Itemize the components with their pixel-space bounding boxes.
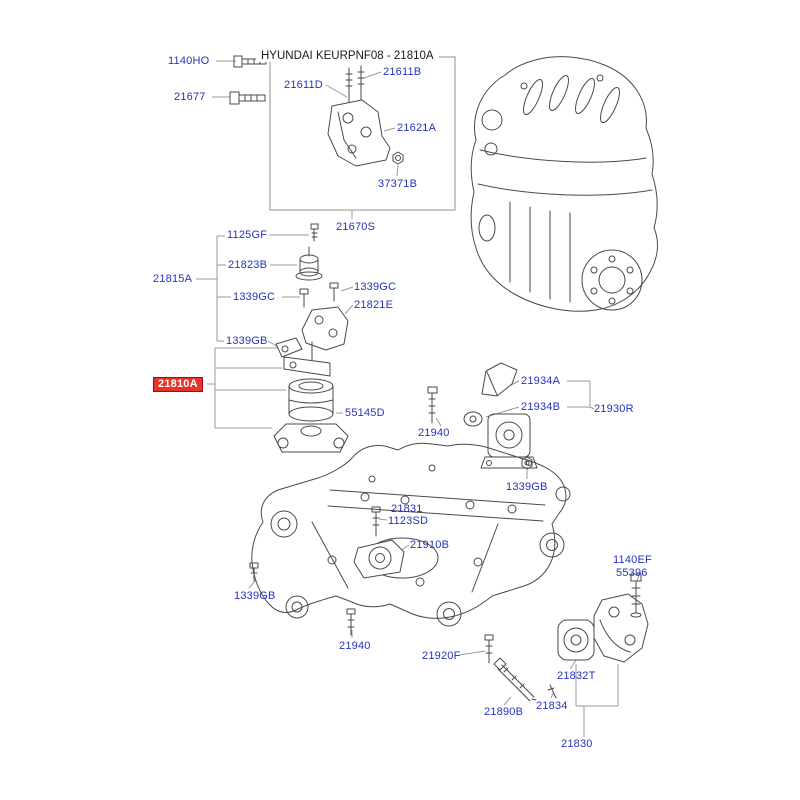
part-label-21940-2[interactable]: 21940 [339,640,371,652]
part-label-1125gf[interactable]: 1125GF [227,229,268,241]
part-label-21621a[interactable]: 21621A [397,122,437,134]
part-label-21670s[interactable]: 21670S [336,221,376,233]
roll-mounting-parts [427,362,538,470]
part-label-21910b[interactable]: 21910B [410,539,450,551]
part-label-21677[interactable]: 21677 [174,91,206,103]
diagram-title: HYUNDAI KEURPNF08 - 21810A [256,50,439,62]
part-label-21611d[interactable]: 21611D [284,79,323,91]
part-label-1339gb-2[interactable]: 1339GB [506,481,548,493]
rear-roll-rod-assembly [493,573,649,702]
subframe-bolts [249,562,494,664]
part-label-21823b[interactable]: 21823B [228,259,268,271]
part-label-21934a[interactable]: 21934A [521,375,561,387]
leader-lines [196,60,641,737]
front-roll-stopper [353,506,405,579]
part-label-21834[interactable]: 21834 [536,700,568,712]
part-label-1123sd[interactable]: 1123SD [388,515,429,527]
part-label-21930r[interactable]: 21930R [594,403,634,415]
part-label-21821e[interactable]: 21821E [354,299,394,311]
part-label-55396[interactable]: 55396 [616,567,648,579]
part-label-21611b[interactable]: 21611B [383,66,422,78]
part-label-21831[interactable]: 21831 [391,503,423,515]
part-label-21940-1[interactable]: 21940 [418,427,450,439]
part-label-21920f[interactable]: 21920F [422,650,461,662]
part-label-21832t[interactable]: 21832T [557,670,596,682]
part-label-1339gc-1[interactable]: 1339GC [233,291,276,303]
part-label-37371b[interactable]: 37371B [378,178,418,190]
part-label-21830[interactable]: 21830 [561,738,593,750]
part-label-21815a[interactable]: 21815A [153,273,193,285]
part-label-1339gb-1[interactable]: 1339GB [226,335,268,347]
part-label-21890b[interactable]: 21890B [484,706,524,718]
part-label-21810a-selected[interactable]: 21810A [153,377,203,392]
part-label-1339gb-3[interactable]: 1339GB [234,590,276,602]
engine-block [470,56,658,312]
part-label-1339gc-2[interactable]: 1339GC [354,281,397,293]
part-label-55145d[interactable]: 55145D [345,407,385,419]
part-label-1140ef[interactable]: 1140EF [613,554,652,566]
part-label-21934b[interactable]: 21934B [521,401,561,413]
engine-mounting-parts [273,223,349,453]
part-label-1140ho[interactable]: 1140HO [168,55,210,67]
subframe-crossmember [251,442,571,627]
tm-mounting-bracket-assembly [229,55,404,167]
